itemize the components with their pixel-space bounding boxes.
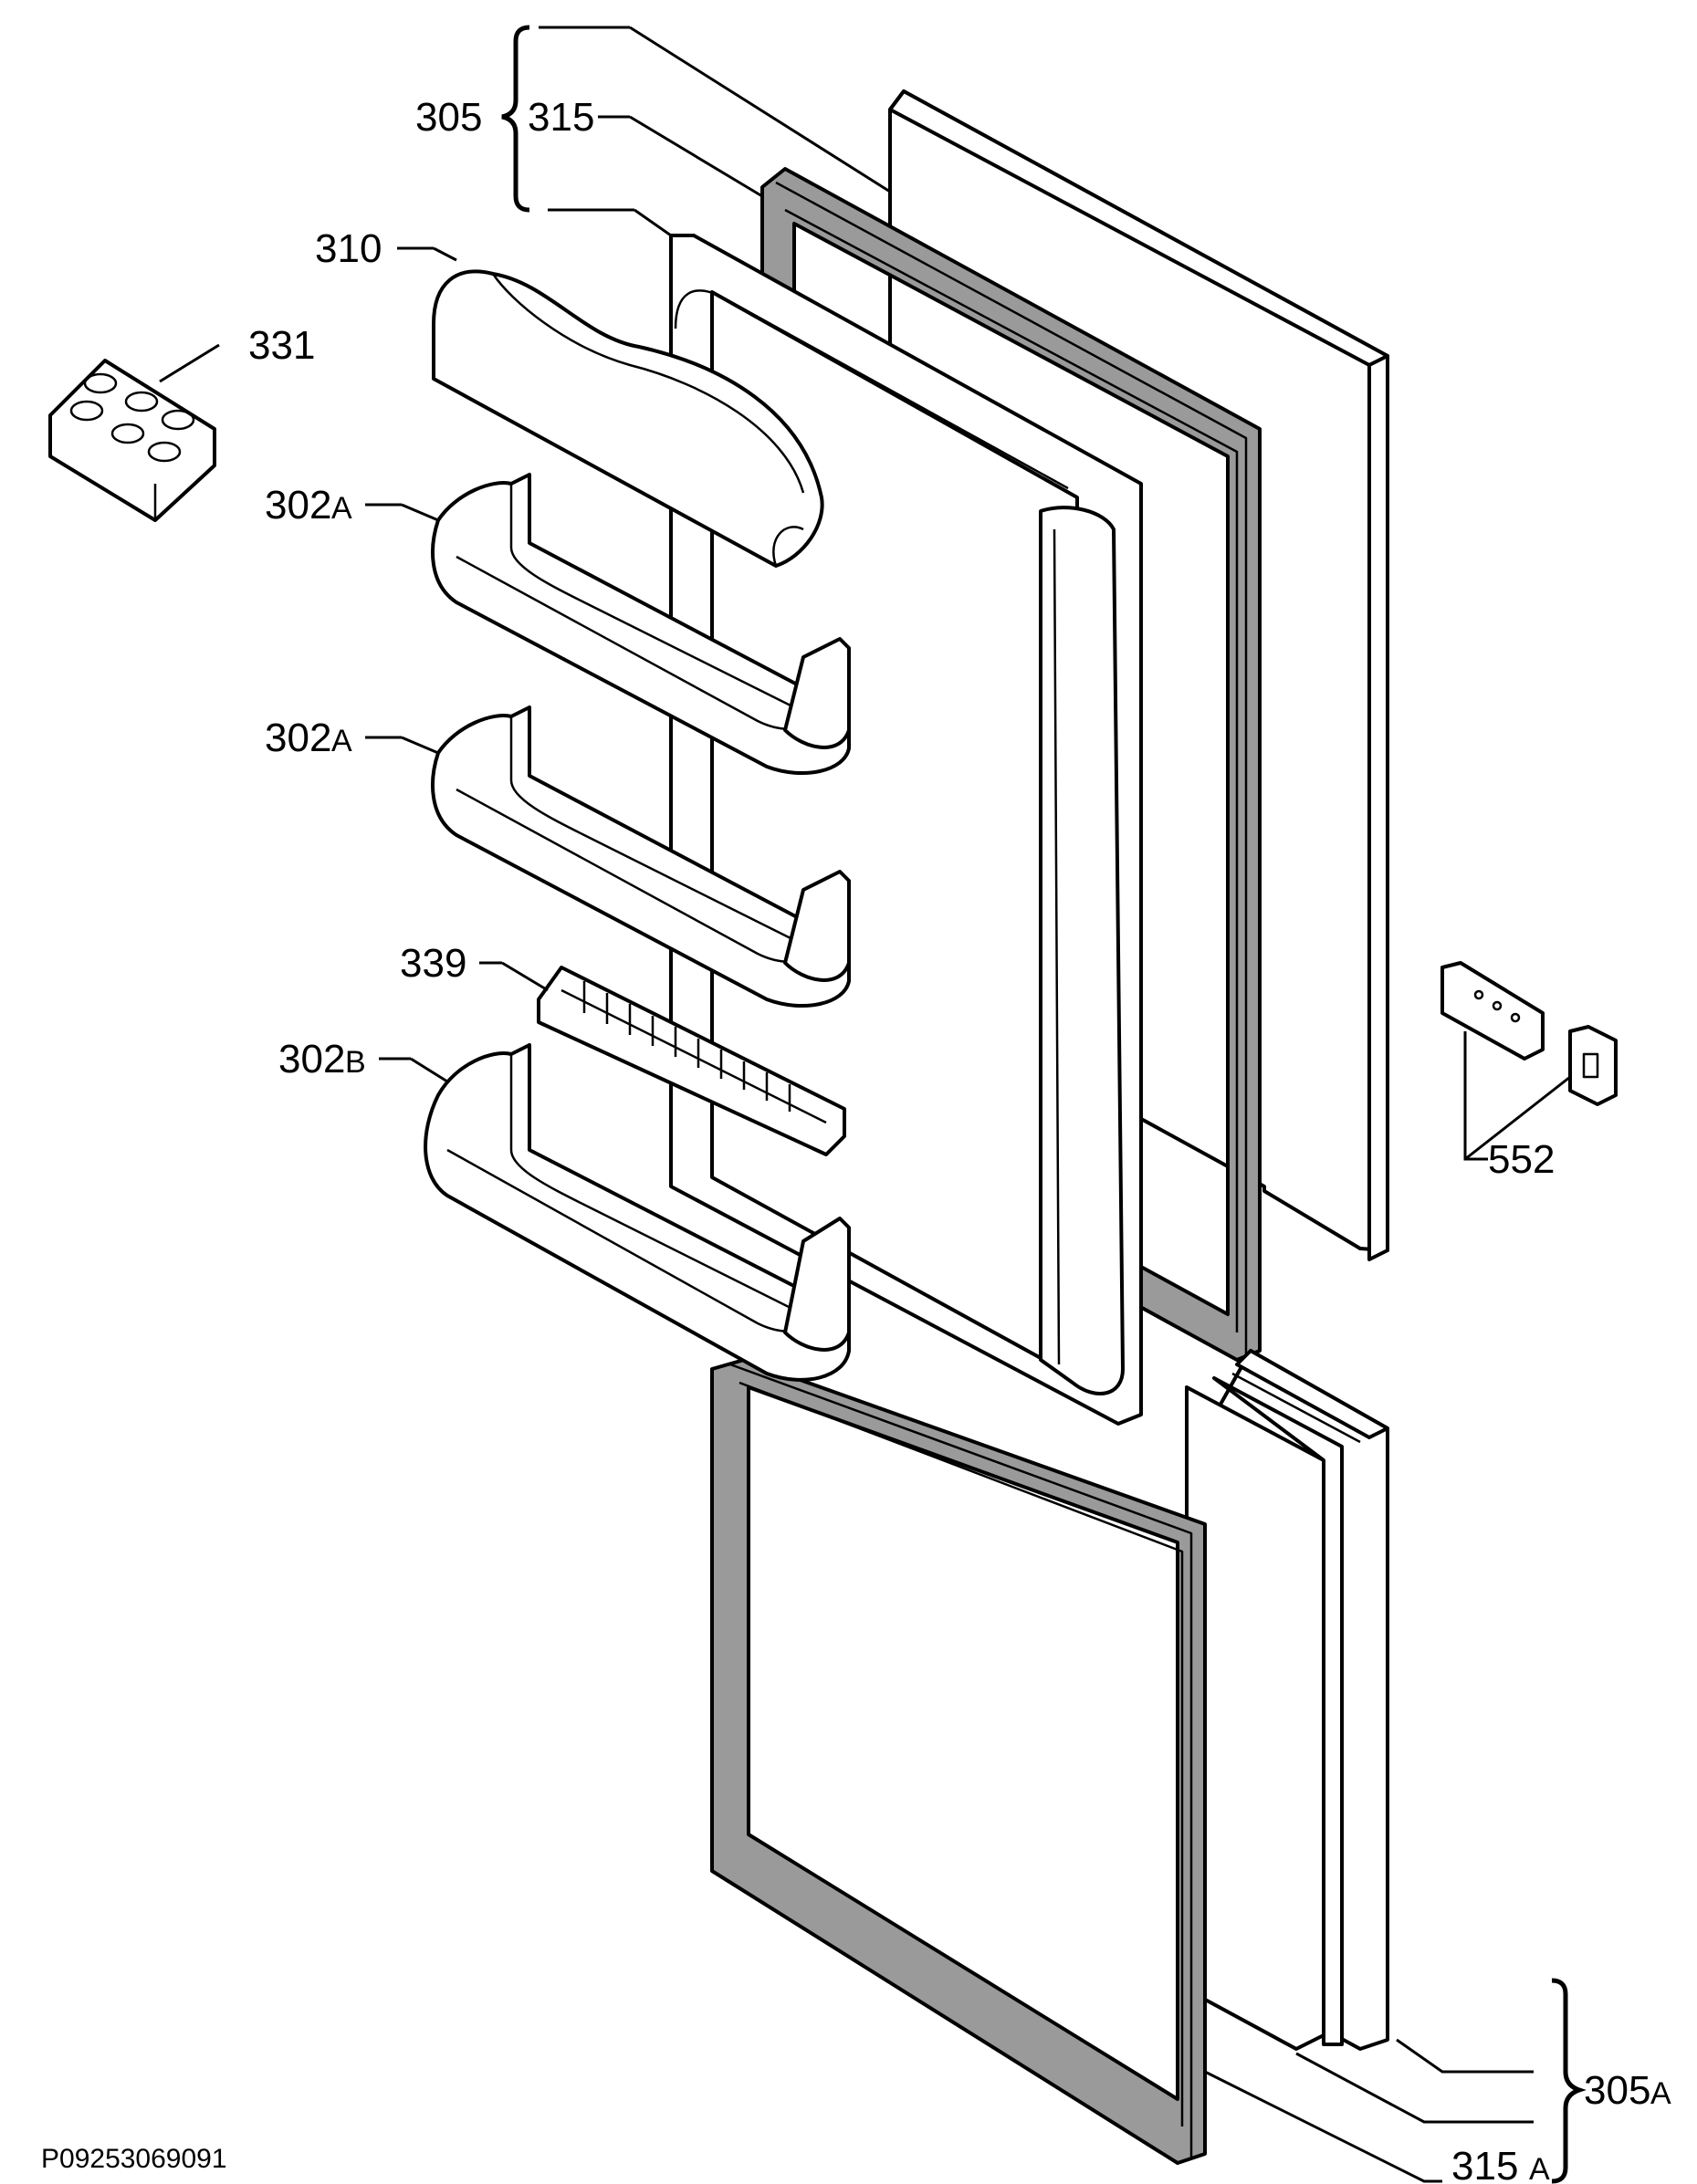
label-302a-lower: 302 [265,716,331,760]
brace-305 [501,25,530,213]
label-305: 305 [415,95,482,140]
label-302b-suffix: B [345,1045,366,1080]
part-302a-shelf-lower [431,705,851,1008]
leader-lines [159,26,1571,2183]
label-302a-upper-suffix: A [331,491,352,526]
part-331-egg-tray [48,359,216,522]
label-315: 315 [528,95,594,140]
label-310: 310 [315,226,382,271]
part-552-hinges [1440,961,1618,1106]
lower-door-outer-panel [1185,1349,1389,2051]
part-302a-shelf-upper [431,473,851,775]
label-339: 339 [400,941,466,986]
label-302a-lower-suffix: A [331,724,352,758]
label-302b: 302 [278,1037,345,1082]
part-310-top-cover [432,269,824,568]
upper-door-gasket [760,167,1262,1362]
part-302b-shelf-bottle [424,1043,851,1382]
label-315a: 315 [1451,2144,1518,2184]
lower-door-gasket [710,1358,1207,2165]
brace-305a [1551,1978,1587,2184]
label-552: 552 [1488,1137,1555,1182]
label-331: 331 [248,323,315,368]
part-339-divider [537,966,846,1156]
label-305a-suffix: A [1650,2076,1671,2111]
label-305a: 305 [1584,2068,1650,2113]
label-302a-upper: 302 [265,483,331,528]
label-315a-suffix: A [1529,2152,1550,2184]
drawing-code: P09253069091 [41,2144,227,2174]
callout-labels: 305 315 310 331 302 A 302 A 339 302 B 55… [248,95,1671,2184]
